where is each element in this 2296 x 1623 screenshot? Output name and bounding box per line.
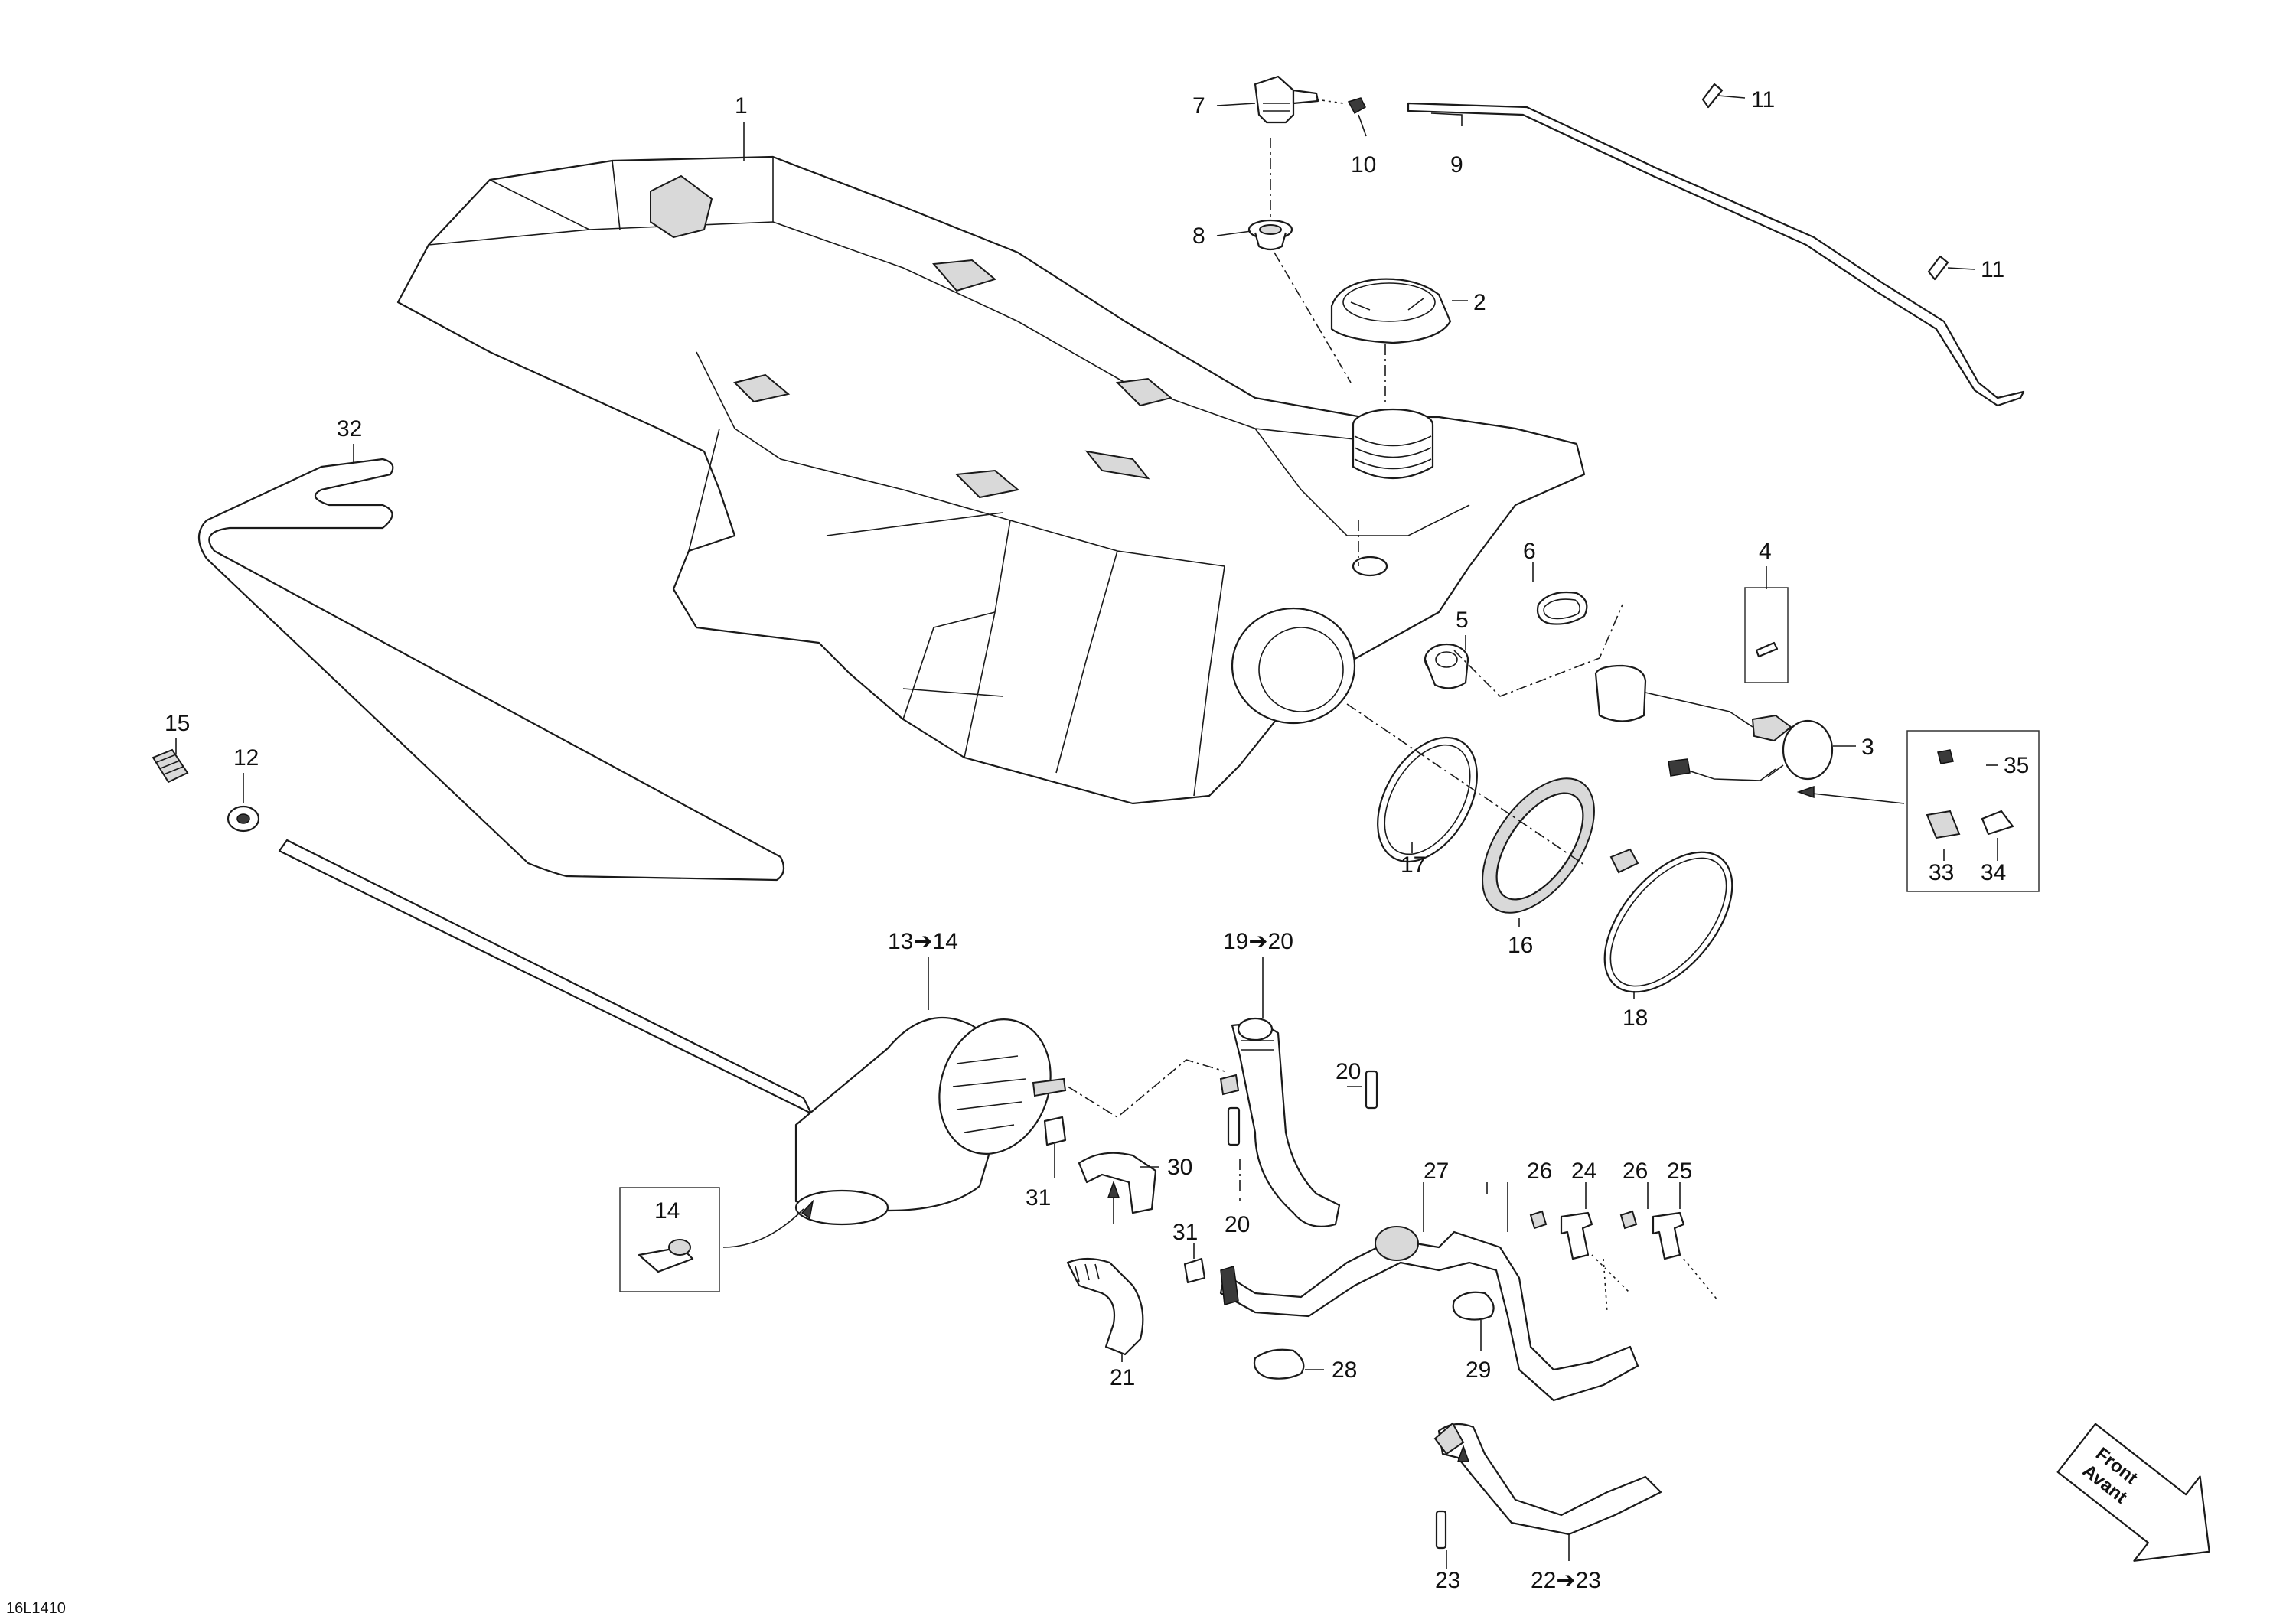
- part-3-fuel-level-sender: [1594, 664, 1834, 781]
- part-8-grommet: [1247, 219, 1293, 251]
- callout-3: 3: [1861, 735, 1874, 760]
- callout-22-23: 22➔23: [1531, 1568, 1601, 1593]
- part-28-gasket: [1253, 1348, 1305, 1380]
- part-16-lock-ring: [1482, 777, 1595, 914]
- callout-24: 24: [1571, 1159, 1596, 1184]
- part-9-vent-hose: [1407, 102, 2025, 407]
- part-25-bracket: [1652, 1211, 1685, 1260]
- callout-labels: 1 2 3 4 5 6 7 8 9 10 11 11 12 13➔14 14 1…: [6, 87, 2029, 1617]
- callout-26-a: 26: [1527, 1159, 1552, 1184]
- parts-33-35-callout: [1796, 730, 2040, 892]
- part-6-gasket: [1536, 591, 1588, 625]
- callout-35: 35: [2004, 753, 2029, 778]
- part-15-fitting: [152, 748, 189, 784]
- part-12-grommet: [227, 805, 260, 833]
- part-19-hose: [1219, 1017, 1341, 1227]
- callout-20-lower: 20: [1225, 1212, 1250, 1237]
- part-14-filter-callout: [619, 1187, 814, 1292]
- callout-12: 12: [233, 745, 259, 771]
- callout-14: 14: [654, 1198, 680, 1224]
- assembly-lines: [175, 95, 1998, 1569]
- part-18-clamp: [1603, 848, 1733, 993]
- callout-9: 9: [1450, 152, 1463, 178]
- callout-26-b: 26: [1623, 1159, 1648, 1184]
- part-31-sleeve-b: [1183, 1257, 1206, 1284]
- callout-28: 28: [1332, 1357, 1357, 1383]
- callout-18: 18: [1623, 1005, 1648, 1031]
- part-21-hose: [1066, 1257, 1144, 1356]
- part-26-screw-a: [1529, 1210, 1548, 1230]
- callout-17: 17: [1401, 852, 1426, 878]
- callout-21: 21: [1110, 1365, 1135, 1390]
- callout-11-top: 11: [1751, 87, 1775, 112]
- part-31-sleeve-a: [1043, 1116, 1067, 1146]
- callout-20-upper: 20: [1336, 1059, 1361, 1084]
- part-20-clip-a: [1227, 1106, 1241, 1146]
- callout-23: 23: [1435, 1568, 1460, 1593]
- part-17-o-ring: [1377, 736, 1478, 863]
- callout-15: 15: [165, 711, 190, 736]
- callout-2: 2: [1473, 290, 1486, 315]
- part-10-connector: [1347, 97, 1366, 115]
- part-4-fuse: [1744, 587, 1789, 683]
- part-32-seat-pad: [197, 458, 785, 882]
- callout-10: 10: [1351, 152, 1376, 178]
- callout-7: 7: [1192, 93, 1205, 119]
- callout-34: 34: [1981, 860, 2006, 885]
- part-26-screw-b: [1619, 1210, 1638, 1230]
- fuel-pickup-line: [278, 839, 813, 1115]
- part-11-clip-top: [1701, 83, 1724, 109]
- callout-1: 1: [735, 93, 748, 119]
- callout-8: 8: [1192, 223, 1205, 249]
- part-2-fuel-cap: [1330, 278, 1452, 344]
- callout-33: 33: [1929, 860, 1954, 885]
- callout-6: 6: [1523, 539, 1536, 564]
- part-20-clip-b: [1365, 1070, 1378, 1110]
- part-30-hose: [1078, 1152, 1157, 1214]
- callout-31-b: 31: [1172, 1220, 1198, 1245]
- callout-31-a: 31: [1026, 1185, 1051, 1211]
- callout-29: 29: [1466, 1357, 1491, 1383]
- callout-16: 16: [1508, 933, 1533, 958]
- part-7-vent-valve: [1254, 75, 1319, 124]
- diagram-code: 16L1410: [6, 1600, 66, 1617]
- callout-32: 32: [337, 416, 362, 442]
- part-22-fuel-line: [1433, 1422, 1662, 1536]
- part-1-fuel-tank: [396, 155, 1586, 805]
- part-24-bracket: [1560, 1211, 1593, 1260]
- part-13-fuel-pump: [794, 1016, 1067, 1226]
- callout-13-14: 13➔14: [888, 929, 958, 954]
- callout-11-lower: 11: [1981, 257, 2004, 282]
- callout-5: 5: [1456, 608, 1469, 633]
- part-23-clip: [1435, 1510, 1447, 1550]
- part-27-fuel-line: [1219, 1226, 1639, 1402]
- callout-30: 30: [1167, 1155, 1192, 1180]
- callout-19-20: 19➔20: [1223, 929, 1293, 954]
- front-direction-arrow: Front Avant: [2056, 1423, 2210, 1562]
- part-11-clip-lower: [1927, 255, 1949, 281]
- callout-4: 4: [1759, 539, 1772, 564]
- part-5-valve-fitting: [1424, 643, 1469, 689]
- part-29-gasket: [1452, 1291, 1495, 1321]
- callout-27: 27: [1424, 1159, 1449, 1184]
- callout-25: 25: [1667, 1159, 1692, 1184]
